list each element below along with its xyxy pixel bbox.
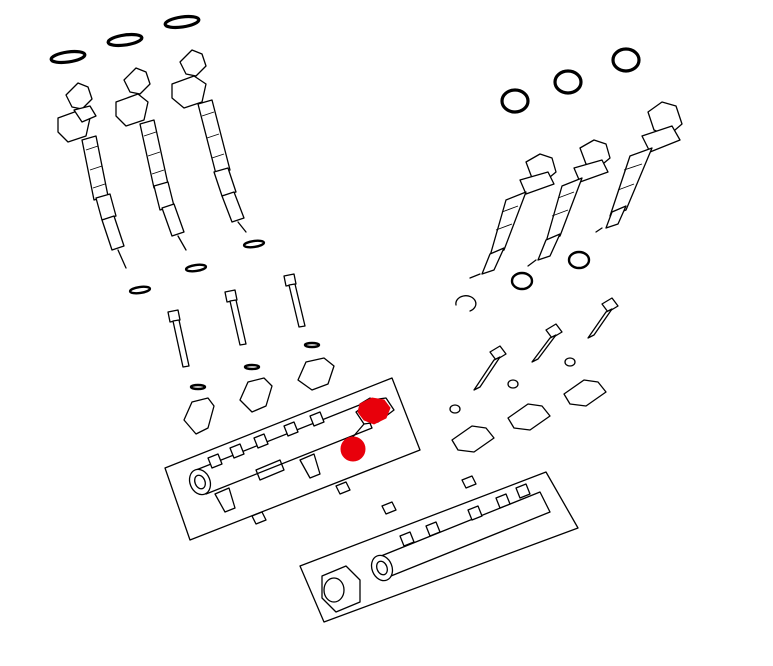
top-o-rings-left — [49, 14, 201, 65]
injector-seal-rings-right — [455, 250, 591, 312]
injector-left-1 — [57, 82, 127, 269]
hold-down-bolt-right-1 — [473, 345, 507, 391]
hold-down-bolt-left-3 — [283, 273, 306, 328]
highlight-sensor-body — [357, 397, 391, 425]
injector-left-2 — [115, 67, 187, 251]
injector-right-1 — [469, 153, 557, 279]
hold-down-bolt-left-1 — [167, 309, 190, 368]
injector-clamp-right-1 — [451, 425, 495, 453]
top-o-rings-right — [500, 47, 641, 114]
injector-clamp-right-2 — [507, 403, 551, 431]
injector-seal-washers-left — [128, 239, 266, 295]
fuel-rail-left-panel — [164, 377, 421, 541]
injector-clamp-left-1 — [183, 383, 215, 435]
injector-right-2 — [527, 139, 611, 267]
injector-clamp-left-3 — [297, 341, 335, 391]
injector-left-3 — [171, 49, 247, 233]
injector-right-3 — [595, 101, 683, 233]
injector-clamp-left-2 — [239, 363, 273, 413]
hold-down-bolt-right-3 — [587, 297, 619, 339]
injector-clamp-right-3 — [563, 379, 607, 407]
hold-down-bolt-right-2 — [531, 323, 563, 363]
washers-right — [449, 357, 576, 414]
fuel-rail-right-panel — [299, 471, 579, 623]
hold-down-bolt-left-2 — [224, 289, 247, 346]
highlighted-fuel-pressure-sensor — [340, 397, 391, 462]
highlight-circle-marker — [340, 436, 366, 462]
